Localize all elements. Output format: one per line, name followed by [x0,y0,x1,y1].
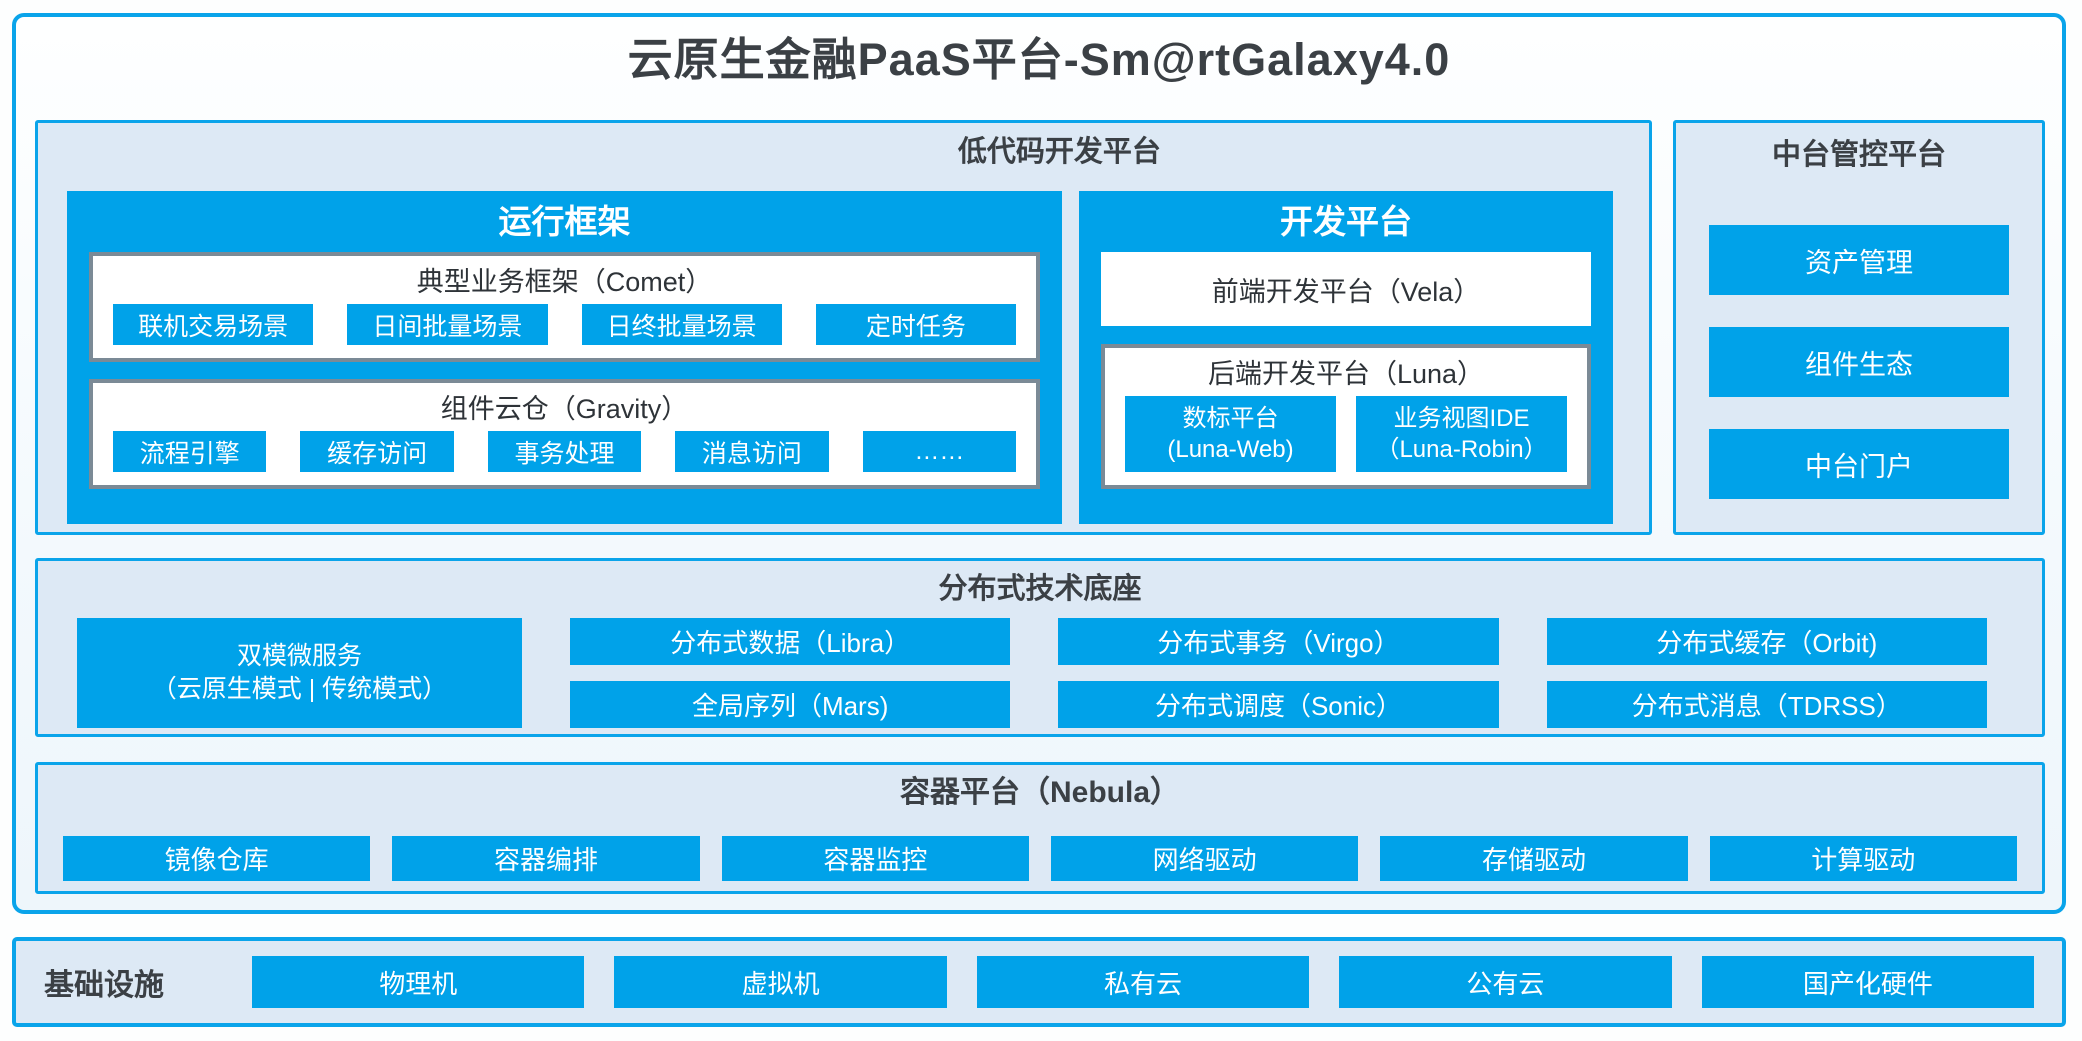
container-item-image-registry: 镜像仓库 [63,836,371,881]
container-item-storage-driver: 存储驱动 [1380,836,1688,881]
mid-platform-title: 中台管控平台 [1771,139,1946,171]
gravity-item-cache-access: 缓存访问 [300,431,454,472]
lowcode-section-title: 低代码开发平台 [957,136,1161,168]
gravity-item-process-engine: 流程引擎 [113,431,267,472]
comet-item-online-trade: 联机交易场景 [113,304,314,345]
container-item-network-driver: 网络驱动 [1050,836,1359,881]
luna-web-label: 数标平台 [1182,405,1279,432]
lowcode-body: 运行框架 典型业务框架（Comet） 联机交易场景 日间批量场景 日终批量场景 … [67,191,1613,524]
luna-robin-label: 业务视图IDE [1393,405,1530,432]
gravity-warehouse-box: 组件云仓（Gravity） 流程引擎 缓存访问 事务处理 消息访问 …… [89,379,1040,489]
runtime-framework-title: 运行框架 [498,203,631,240]
runtime-framework-panel: 运行框架 典型业务框架（Comet） 联机交易场景 日间批量场景 日终批量场景 … [67,191,1062,524]
distributed-col-3: 分布式缓存（Orbit) 分布式消息（TDRSS） [1546,618,1987,728]
dist-item-libra: 分布式数据（Libra） [570,618,1011,665]
gravity-box-title: 组件云仓（Gravity） [440,394,689,424]
dist-item-mars: 全局序列（Mars) [570,681,1011,728]
midctrl-item-asset-management: 资产管理 [1709,225,2009,295]
dist-item-tdrss: 分布式消息（TDRSS） [1546,681,1987,728]
container-item-orchestration: 容器编排 [392,836,700,881]
luna-box-title: 后端开发平台（Luna） [1207,359,1485,389]
infra-item-public-cloud: 公有云 [1339,956,1672,1008]
luna-backend-box: 后端开发平台（Luna） 数标平台 (Luna-Web) 业务视图IDE （Lu… [1101,344,1591,489]
distributed-col-1: 分布式数据（Libra） 全局序列（Mars) [570,618,1011,728]
comet-items-row: 联机交易场景 日间批量场景 日终批量场景 定时任务 [113,304,1016,345]
dev-platform-title: 开发平台 [1280,203,1412,240]
dual-mode-sublabel: （云原生模式 | 传统模式） [151,675,448,703]
comet-item-daytime-batch: 日间批量场景 [347,304,548,345]
dist-item-sonic: 分布式调度（Sonic） [1058,681,1499,728]
infrastructure-section: 基础设施 物理机 虚拟机 私有云 公有云 国产化硬件 [12,937,2066,1027]
infra-item-domestic-hardware: 国产化硬件 [1701,956,2035,1008]
infra-item-physical-machine: 物理机 [252,956,585,1008]
comet-framework-box: 典型业务框架（Comet） 联机交易场景 日间批量场景 日终批量场景 定时任务 [89,252,1040,362]
platform-frame: 云原生金融PaaS平台-Sm@rtGalaxy4.0 低代码开发平台 运行框架 … [12,13,2066,914]
dist-item-virgo: 分布式事务（Virgo） [1058,618,1499,665]
infrastructure-title: 基础设施 [44,969,164,1002]
luna-web-item: 数标平台 (Luna-Web) [1125,396,1336,472]
mid-platform-section: 中台管控平台 资产管理 组件生态 中台门户 [1673,120,2045,535]
container-item-compute-driver: 计算驱动 [1709,836,2017,881]
gravity-item-transaction: 事务处理 [487,431,642,472]
lowcode-section: 低代码开发平台 运行框架 典型业务框架（Comet） 联机交易场景 日间批量场景… [35,120,1652,535]
distributed-section: 分布式技术底座 双模微服务 （云原生模式 | 传统模式） 分布式数据（Libra… [35,558,2045,737]
luna-robin-sublabel: （Luna-Robin） [1375,436,1548,463]
luna-robin-item: 业务视图IDE （Luna-Robin） [1356,396,1567,472]
container-platform-section: 容器平台（Nebula） 镜像仓库 容器编排 容器监控 网络驱动 存储驱动 计算… [35,762,2045,894]
container-platform-title: 容器平台（Nebula） [899,776,1181,809]
midctrl-item-component-ecosystem: 组件生态 [1709,327,2009,397]
comet-box-title: 典型业务框架（Comet） [416,267,713,297]
dual-mode-microservice-box: 双模微服务 （云原生模式 | 传统模式） [77,618,522,728]
dual-mode-label: 双模微服务 [236,642,362,670]
comet-item-scheduled-task: 定时任务 [815,304,1016,345]
page-title: 云原生金融PaaS平台-Sm@rtGalaxy4.0 [627,34,1451,85]
gravity-item-message-access: 消息访问 [675,431,829,472]
dev-platform-panel: 开发平台 前端开发平台（Vela） 后端开发平台（Luna） 数标平台 (Lun… [1079,191,1613,524]
container-platform-body: 镜像仓库 容器编排 容器监控 网络驱动 存储驱动 计算驱动 [63,836,2017,881]
container-item-monitoring: 容器监控 [721,836,1029,881]
infra-item-virtual-machine: 虚拟机 [614,956,947,1008]
distributed-section-title: 分布式技术底座 [938,573,1142,605]
gravity-items-row: 流程引擎 缓存访问 事务处理 消息访问 …… [113,431,1017,472]
dist-item-orbit: 分布式缓存（Orbit) [1546,618,1987,665]
distributed-col-2: 分布式事务（Virgo） 分布式调度（Sonic） [1058,618,1499,728]
infra-item-private-cloud: 私有云 [976,956,1310,1008]
distributed-body: 双模微服务 （云原生模式 | 传统模式） 分布式数据（Libra） 全局序列（M… [77,618,1987,728]
vela-frontend-box: 前端开发平台（Vela） [1101,252,1591,326]
luna-items-row: 数标平台 (Luna-Web) 业务视图IDE （Luna-Robin） [1125,396,1567,472]
luna-web-sublabel: (Luna-Web) [1167,436,1294,463]
gravity-item-ellipsis: …… [862,431,1017,472]
comet-item-eod-batch: 日终批量场景 [581,304,782,345]
midctrl-item-portal: 中台门户 [1709,429,2009,499]
mid-platform-body: 资产管理 组件生态 中台门户 [1709,225,2009,499]
